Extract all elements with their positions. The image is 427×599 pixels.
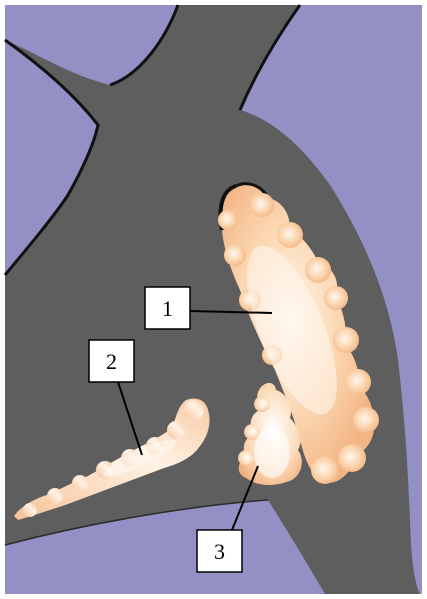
callout-1-label: 1 [162, 296, 173, 321]
callout-3-label: 3 [214, 539, 225, 564]
callout-2-label: 2 [106, 349, 117, 374]
